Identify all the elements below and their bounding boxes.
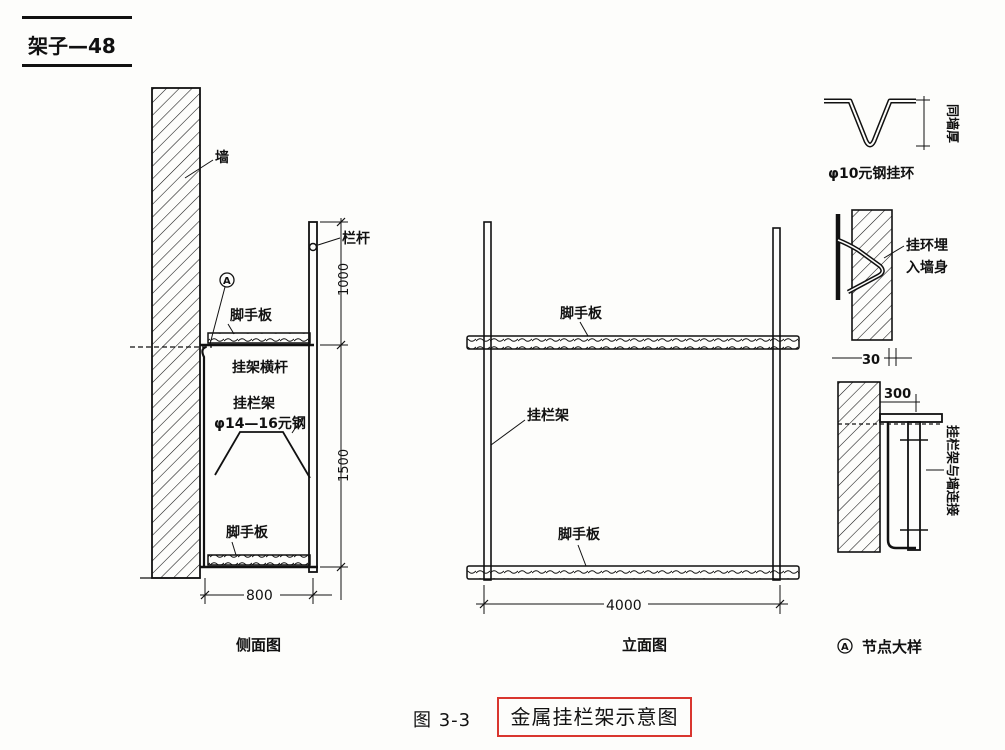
elevation-board-bottom <box>466 565 800 580</box>
page-label: 架子—48 <box>28 34 116 58</box>
detail-caption-marker-letter: A <box>841 642 849 653</box>
dim-width-arrow-right <box>308 590 318 600</box>
elevation-post-right <box>772 227 781 581</box>
dim-width-arrow-left <box>200 590 210 600</box>
frame-left-post <box>201 345 207 566</box>
elevation-board-bottom-leader <box>577 544 587 567</box>
railing-post <box>308 221 318 573</box>
board-top-label-leader <box>227 323 235 335</box>
wall-label: 墙 <box>215 149 229 166</box>
railing-joint <box>308 242 318 252</box>
dim-arrow-2 <box>336 340 346 350</box>
detail-wall-upper <box>851 209 893 341</box>
dim-arrow-3 <box>336 562 346 572</box>
dim-width-label-bg <box>244 586 280 602</box>
node-marker-leader <box>209 286 226 345</box>
connect-hook <box>886 422 916 550</box>
detail-wall-lower <box>837 381 881 553</box>
connect-post <box>907 421 921 551</box>
offset-small-label-bg <box>862 350 884 366</box>
frame-wall-connect-label: 挂栏架与墙连接 <box>944 425 960 516</box>
node-marker-a <box>219 272 235 288</box>
wall-section <box>151 87 201 579</box>
wall-label-leader <box>184 159 214 179</box>
scaffold-board-top <box>207 332 311 344</box>
dim-length-label-bg <box>604 596 648 612</box>
side-view: 墙 栏杆 脚手板 挂架横杆 A 挂栏架 φ14—16元钢 脚手板 <box>130 87 370 604</box>
hook-embed-label-1: 挂环埋 <box>906 237 948 254</box>
dim-frame-height: 1500 <box>337 449 352 482</box>
elevation-post-left <box>483 221 492 581</box>
railing-label-leader <box>317 237 341 246</box>
elevation-frame-label: 挂栏架 <box>527 407 569 424</box>
hook-ring-inner <box>824 100 916 146</box>
crossbar-label: 挂架横杆 <box>232 359 288 376</box>
scaffold-board-bottom <box>207 554 311 566</box>
elevation-frame-leader <box>490 419 526 446</box>
side-view-caption: 侧面图 <box>236 636 282 654</box>
scaffold-board-top-label: 脚手板 <box>230 307 273 324</box>
header-rule-top <box>22 16 132 19</box>
dim-arrow-1 <box>336 217 346 227</box>
figure-number: 图 3-3 <box>413 710 472 731</box>
scaffold-board-bottom-label: 脚手板 <box>226 524 269 541</box>
frame-name-label: 挂栏架 <box>233 395 275 412</box>
node-marker-a-letter: A <box>223 276 231 287</box>
railing-label: 栏杆 <box>342 230 370 247</box>
hook-embed-label-2: 入墙身 <box>906 259 948 276</box>
frame-brace <box>214 431 311 479</box>
node-detail-caption: 节点大样 <box>862 638 923 656</box>
dim-length-arrow-right <box>775 599 785 609</box>
dim-width: 800 <box>246 588 273 604</box>
offset-small-label: 30 <box>862 353 880 368</box>
detail-caption-marker <box>837 638 853 654</box>
elevation-board-bottom-label: 脚手板 <box>558 526 601 543</box>
elevation-view-caption: 立面图 <box>622 636 668 654</box>
board-bottom-label-leader <box>231 541 237 556</box>
elevation-view: 脚手板 挂栏架 脚手板 4000 <box>466 221 800 614</box>
hook-spec-label: φ10元钢挂环 <box>828 165 914 182</box>
dim-railing-height: 1000 <box>337 263 352 296</box>
elevation-board-top <box>466 335 800 350</box>
frame-label-leader <box>291 417 303 434</box>
figure-title: 金属挂栏架示意图 <box>497 697 692 737</box>
dim-length: 4000 <box>606 598 642 614</box>
dim-length-arrow-left <box>479 599 489 609</box>
hook-ring <box>824 98 916 148</box>
node-detail: 同墙厚 φ10元钢挂环 挂环埋 入墙身 30 300 挂栏架与墙连接 A <box>824 96 960 654</box>
embedded-hook-inner <box>837 239 884 293</box>
hook-embed-leader <box>883 245 905 259</box>
frame-spec-label: φ14—16元钢 <box>214 415 306 432</box>
offset-large-label: 300 <box>884 387 911 402</box>
elevation-board-top-leader <box>579 321 589 337</box>
connect-bracket <box>879 413 943 423</box>
elevation-board-top-label: 脚手板 <box>560 305 603 322</box>
header-rule-bottom <box>22 64 132 67</box>
wall-thickness-label: 同墙厚 <box>944 104 960 143</box>
